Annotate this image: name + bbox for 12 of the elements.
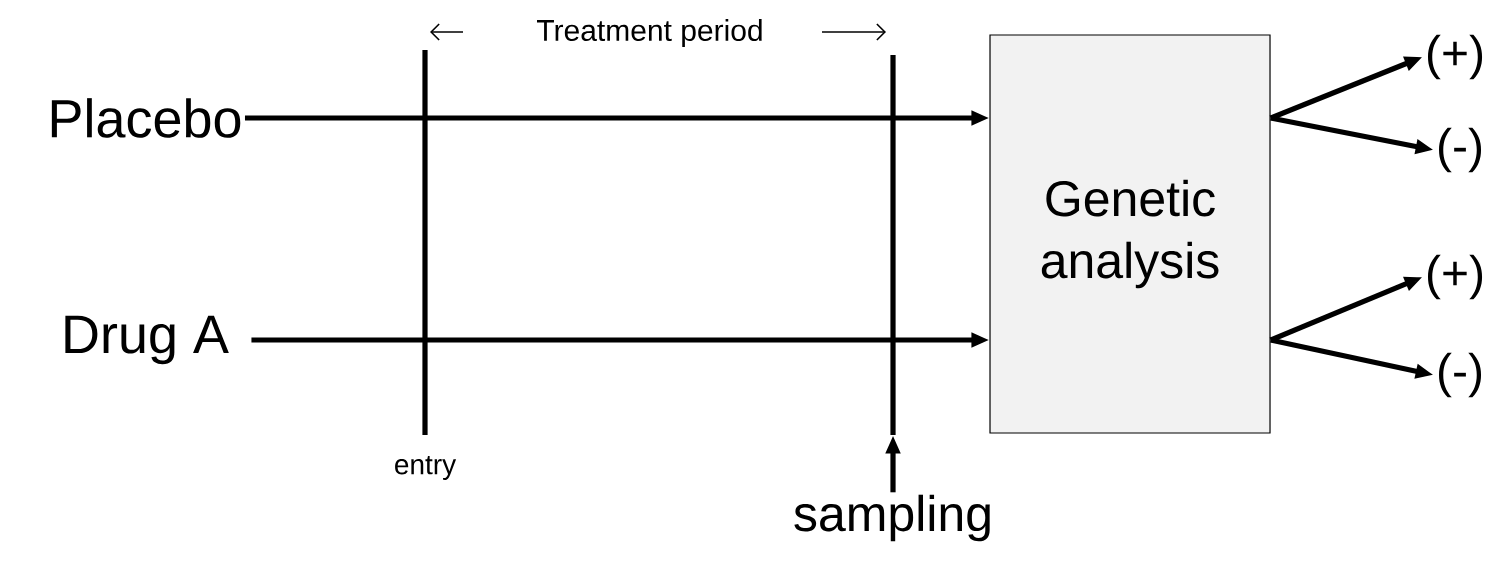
node-label: sampling — [794, 494, 990, 542]
timeline-bar — [890, 55, 896, 435]
node-label: (+) — [1428, 254, 1483, 300]
node-label: entry — [395, 456, 457, 480]
node-label: (+) — [1428, 34, 1483, 80]
node-label: (-) — [1439, 127, 1481, 173]
timeline-bar — [422, 50, 428, 435]
node-label: Placebo — [51, 98, 241, 138]
node-label: (-) — [1439, 352, 1481, 398]
period-label: Treatment period — [537, 19, 762, 47]
node-label: Drug A — [65, 315, 229, 365]
process-box: Genetic analysis — [989, 34, 1271, 434]
